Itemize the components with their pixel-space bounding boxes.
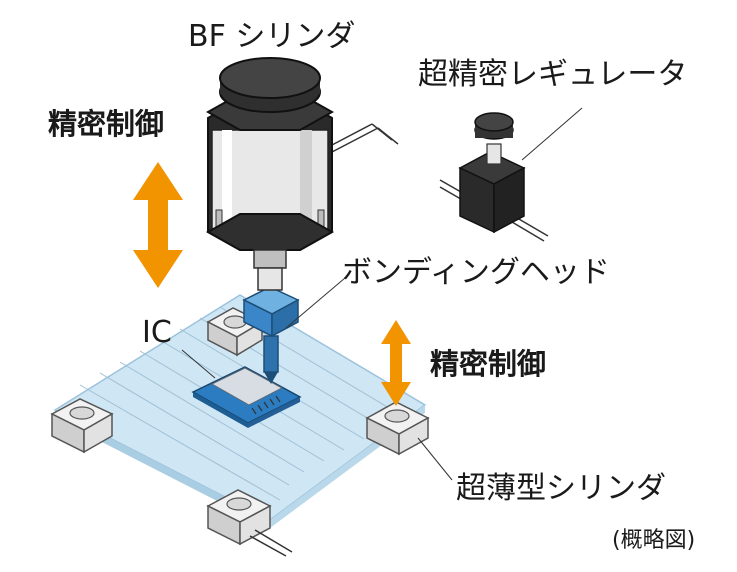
ultrathin-cylinder-right bbox=[365, 401, 430, 456]
ic-leader-line bbox=[181, 349, 216, 379]
label-ic: IC bbox=[142, 315, 172, 350]
label-precision-control-right: 精密制御 bbox=[430, 347, 547, 381]
ultrathin-cylinder-front bbox=[206, 489, 293, 557]
label-bf-cylinder: BF シリンダ bbox=[188, 19, 356, 54]
label-precision-regulator: 超精密レギュレータ bbox=[418, 57, 688, 92]
label-ultrathin-cylinder: 超薄型シリンダ bbox=[456, 471, 666, 506]
label-schematic-note: (概略図) bbox=[612, 528, 696, 553]
ultrathin-leader-line bbox=[417, 437, 453, 481]
label-precision-control-left: 精密制御 bbox=[48, 107, 165, 141]
ic-chip bbox=[191, 366, 302, 428]
label-bonding-head: ボンディングヘッド bbox=[342, 255, 610, 290]
ultrathin-cylinder-left bbox=[50, 398, 114, 454]
precision-control-arrow-left bbox=[133, 162, 183, 288]
precision-control-arrow-right bbox=[381, 320, 411, 406]
bf-cylinder bbox=[205, 57, 399, 291]
bonding-head bbox=[242, 277, 346, 384]
precision-regulator bbox=[439, 107, 583, 242]
